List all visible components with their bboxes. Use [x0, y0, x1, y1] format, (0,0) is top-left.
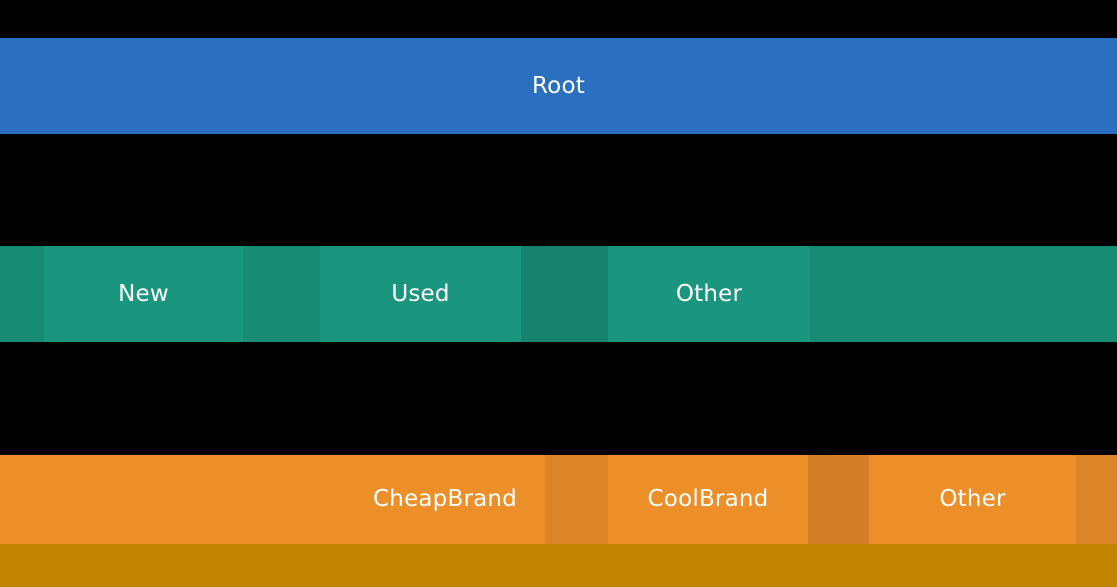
icicle-node-depth3-0[interactable]	[0, 544, 1117, 587]
icicle-node-other-depth1[interactable]: Other	[608, 246, 810, 342]
icicle-node-depth1-6[interactable]	[810, 246, 1117, 342]
icicle-node-new-depth1[interactable]: New	[44, 246, 243, 342]
icicle-node-depth2-6[interactable]	[1076, 455, 1117, 544]
icicle-node-other-depth2[interactable]: Other	[869, 455, 1076, 544]
icicle-node-coolbrand-depth2[interactable]: CoolBrand	[608, 455, 808, 544]
icicle-node-label: Other	[939, 486, 1006, 512]
icicle-node-label: CoolBrand	[647, 486, 769, 512]
icicle-node-depth1-4[interactable]	[521, 246, 608, 342]
icicle-node-depth2-4[interactable]	[808, 455, 869, 544]
icicle-node-label: Root	[532, 72, 585, 99]
icicle-node-label: CheapBrand	[373, 486, 517, 512]
icicle-node-cheapbrand-depth2[interactable]: CheapBrand	[345, 455, 545, 544]
icicle-node-depth2-0[interactable]	[0, 455, 345, 544]
icicle-node-label: Used	[391, 280, 450, 307]
icicle-node-used-depth1[interactable]: Used	[320, 246, 521, 342]
icicle-node-root-depth0[interactable]: Root	[0, 38, 1117, 134]
icicle-node-label: New	[118, 280, 169, 307]
icicle-node-depth2-2[interactable]	[545, 455, 608, 544]
icicle-node-label: Other	[675, 280, 743, 307]
icicle-node-depth1-0[interactable]	[0, 246, 44, 342]
icicle-node-depth1-2[interactable]	[243, 246, 320, 342]
